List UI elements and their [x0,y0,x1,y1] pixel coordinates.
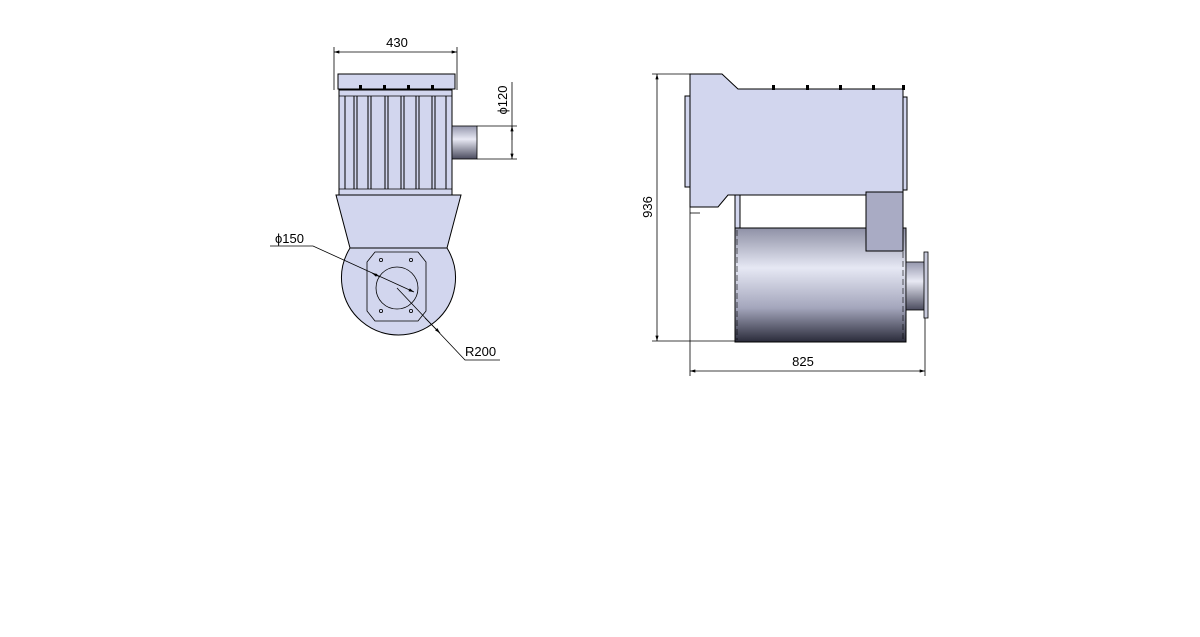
outlet-flange [923,251,929,319]
filter-housing-side [689,73,904,208]
bolt-holes [378,257,413,313]
svg-text:825: 825 [792,354,814,369]
inlet-duct [865,191,904,252]
cyclone-body [341,247,456,336]
hopper [335,194,462,249]
svg-text:ϕ120: ϕ120 [495,86,510,115]
svg-text:430: 430 [386,35,408,50]
dim-825: 825 [689,207,926,376]
svg-text:R200: R200 [465,344,496,359]
filter-housing [337,73,456,196]
side-outlet-pipe [905,261,926,311]
dim-phi120: ϕ120 [477,82,517,160]
dim-430: 430 [333,35,458,90]
side-view: 936 825 [640,73,929,376]
inlet-flange [366,251,427,322]
inlet-opening [375,266,419,310]
outlet-pipe [451,125,478,160]
svg-text:ϕ150: ϕ150 [275,231,304,246]
dim-r200: R200 [396,287,500,361]
dim-936: 936 [640,73,735,342]
dim-phi150: ϕ150 [270,231,415,293]
svg-text:936: 936 [640,196,655,218]
front-view: 430 ϕ120 ϕ150 R200 [270,35,517,361]
